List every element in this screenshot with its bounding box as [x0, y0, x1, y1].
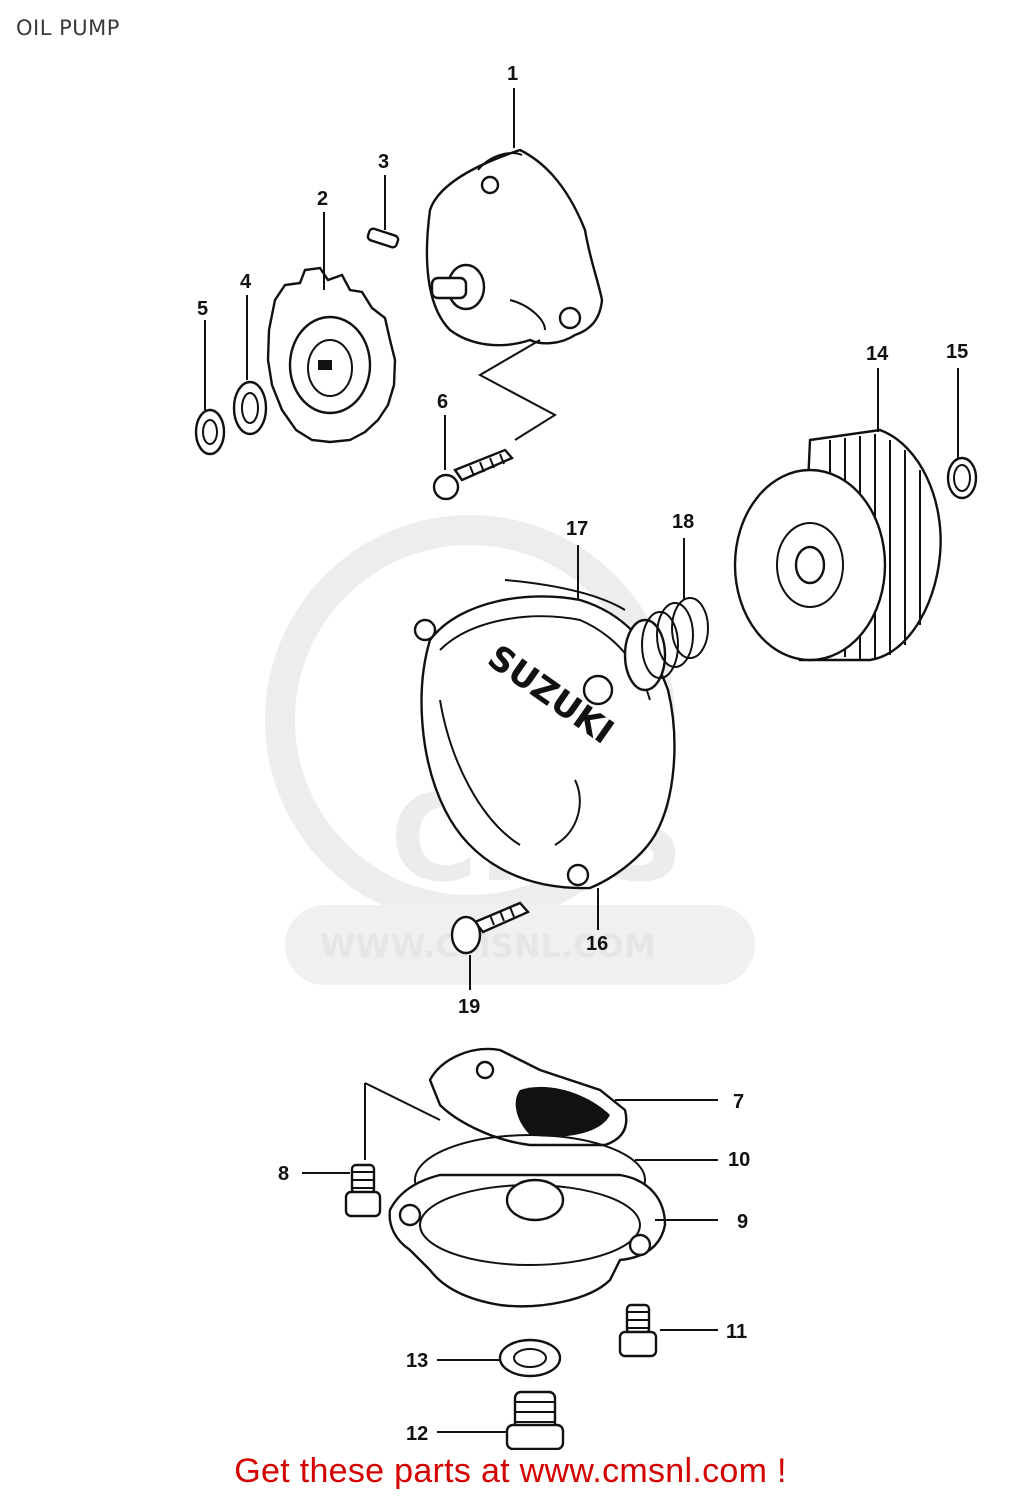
callout-15: 15 [946, 341, 968, 363]
callout-4: 4 [240, 271, 252, 293]
oil-pan-cap [388, 1173, 667, 1308]
oil-pan-bolt-8 [344, 1163, 382, 1218]
oil-filter [733, 428, 942, 662]
filter-o-ring [946, 456, 978, 500]
oil-pump-body [425, 148, 604, 347]
relief-spring [623, 597, 709, 692]
callout-8: 8 [278, 1163, 289, 1185]
leader-lines [204, 88, 959, 1433]
strainer-gasket [428, 1047, 628, 1147]
callout-7: 7 [733, 1091, 744, 1113]
callout-2: 2 [317, 188, 328, 210]
callout-18: 18 [672, 511, 694, 533]
callout-5: 5 [197, 298, 208, 320]
callout-14: 14 [866, 343, 889, 365]
drain-plug-gasket [498, 1338, 562, 1378]
callout-13: 13 [406, 1350, 428, 1372]
callout-9: 9 [737, 1211, 748, 1233]
callout-19: 19 [458, 996, 480, 1018]
pump-driven-gear [266, 266, 397, 444]
callout-12: 12 [406, 1423, 428, 1445]
pump-screw [432, 448, 514, 501]
callout-11: 11 [726, 1321, 747, 1343]
callout-16: 16 [586, 933, 608, 955]
callouts: 1 2 3 4 5 6 7 8 9 10 11 12 13 14 15 16 1… [197, 63, 968, 1445]
watermark-url: WWW.CMSNL.COM [320, 927, 656, 965]
callout-10: 10 [728, 1149, 750, 1171]
footer-link[interactable]: Get these parts at www.cmsnl.com ! [234, 1452, 787, 1490]
cover-bolt [450, 901, 530, 955]
callout-17: 17 [566, 518, 588, 540]
exploded-parts-diagram: CMS WWW.CMSNL.COM [194, 63, 978, 1450]
washer [232, 380, 268, 436]
oil-pan-bolt-11 [618, 1303, 658, 1358]
callout-6: 6 [437, 391, 448, 413]
page-title: OIL PUMP [16, 16, 120, 40]
callout-1: 1 [507, 63, 518, 85]
drain-plug [505, 1390, 565, 1450]
circlip [194, 408, 226, 456]
callout-3: 3 [378, 151, 389, 173]
pump-pin [366, 227, 400, 249]
